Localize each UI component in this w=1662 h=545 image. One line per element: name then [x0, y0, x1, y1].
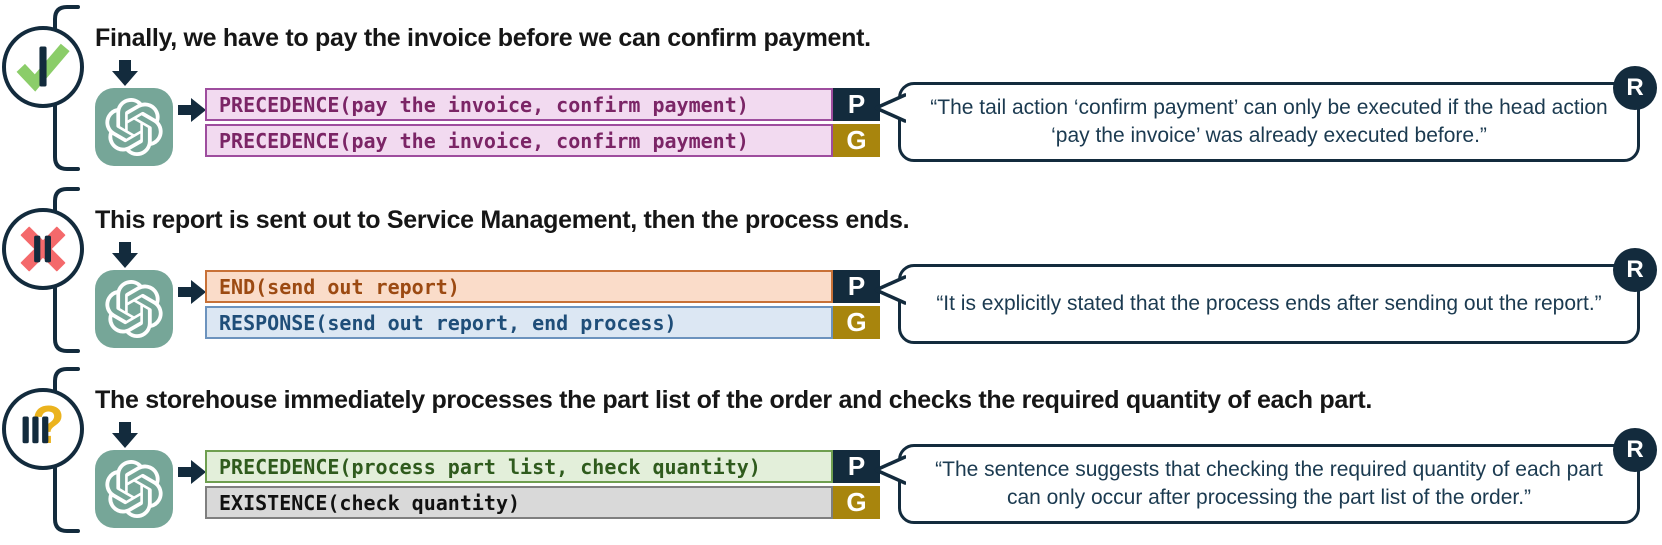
chatgpt-icon	[95, 88, 173, 166]
question-icon: ?	[2, 388, 84, 470]
down-arrow-icon	[112, 60, 138, 86]
prediction-box: PRECEDENCE(pay the invoice, confirm paym…	[205, 88, 833, 121]
gold-badge: G	[833, 124, 880, 157]
gold-text: EXISTENCE(check quantity)	[219, 491, 521, 515]
right-arrow-icon	[178, 98, 206, 122]
example-row-correct: Finally, we have to pay the invoice befo…	[0, 4, 1662, 176]
rationale-badge: R	[1613, 428, 1657, 472]
rationale-text: “The tail action ‘confirm payment’ can o…	[930, 96, 1608, 147]
rationale-bubble: “The sentence suggests that checking the…	[898, 444, 1640, 524]
input-sentence: Finally, we have to pay the invoice befo…	[95, 24, 871, 52]
gold-box: EXISTENCE(check quantity)	[205, 486, 833, 519]
rationale-bubble: “The tail action ‘confirm payment’ can o…	[898, 82, 1640, 162]
speech-tail-icon	[874, 93, 906, 123]
rationale-badge: R	[1613, 66, 1657, 110]
input-sentence: This report is sent out to Service Manag…	[95, 206, 910, 234]
rationale-text: “The sentence suggests that checking the…	[935, 458, 1603, 509]
prediction-text: PRECEDENCE(process part list, check quan…	[219, 455, 761, 479]
input-sentence: The storehouse immediately processes the…	[95, 386, 1373, 414]
prediction-box: END(send out report)	[205, 270, 833, 303]
down-arrow-icon	[112, 242, 138, 268]
right-arrow-icon	[178, 280, 206, 304]
example-row-wrong: This report is sent out to Service Manag…	[0, 186, 1662, 358]
speech-tail-icon	[874, 275, 906, 305]
prediction-text: END(send out report)	[219, 275, 460, 299]
rationale-badge: R	[1613, 248, 1657, 292]
speech-tail-icon	[874, 455, 906, 485]
gold-box: RESPONSE(send out report, end process)	[205, 306, 833, 339]
chatgpt-icon	[95, 270, 173, 348]
rationale-text: “It is explicitly stated that the proces…	[936, 292, 1602, 316]
down-arrow-icon	[112, 422, 138, 448]
chatgpt-icon	[95, 450, 173, 528]
gold-text: PRECEDENCE(pay the invoice, confirm paym…	[219, 129, 749, 153]
gold-badge: G	[833, 486, 880, 519]
gold-box: PRECEDENCE(pay the invoice, confirm paym…	[205, 124, 833, 157]
gold-text: RESPONSE(send out report, end process)	[219, 311, 677, 335]
prediction-badge: P	[833, 88, 880, 121]
cross-icon	[2, 208, 84, 290]
right-arrow-icon	[178, 460, 206, 484]
prediction-text: PRECEDENCE(pay the invoice, confirm paym…	[219, 93, 749, 117]
gold-badge: G	[833, 306, 880, 339]
rationale-bubble: “It is explicitly stated that the proces…	[898, 264, 1640, 344]
prediction-box: PRECEDENCE(process part list, check quan…	[205, 450, 833, 483]
prediction-badge: P	[833, 450, 880, 483]
prediction-badge: P	[833, 270, 880, 303]
check-icon	[2, 26, 84, 108]
example-row-ambiguous: ? The storehouse immediately processes t…	[0, 366, 1662, 538]
